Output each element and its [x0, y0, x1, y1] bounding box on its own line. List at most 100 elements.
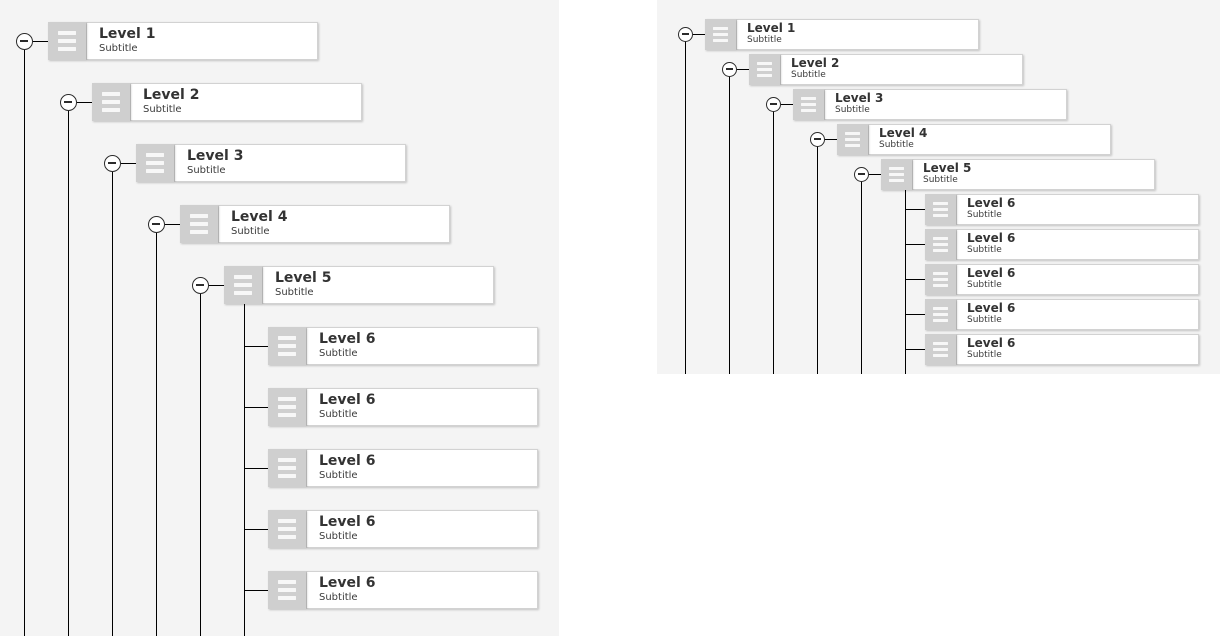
collapse-toggle-m4[interactable] — [809, 131, 825, 147]
tree-node-title: Level 6 — [967, 196, 1016, 211]
hamburger-icon[interactable] — [136, 144, 174, 182]
tree-node-title: Level 3 — [835, 91, 884, 106]
collapse-toggle-n3[interactable] — [103, 154, 121, 172]
collapse-toggle-n2[interactable] — [59, 93, 77, 111]
hamburger-icon[interactable] — [268, 449, 306, 487]
collapse-toggle-m5[interactable] — [853, 166, 869, 182]
collapse-toggle-m2[interactable] — [721, 61, 737, 77]
minus-icon — [108, 162, 116, 164]
hamburger-icon[interactable] — [925, 298, 956, 330]
hamburger-bar — [278, 535, 296, 539]
hamburger-icon[interactable] — [180, 205, 218, 243]
hamburger-bar — [58, 31, 76, 35]
hamburger-bar — [190, 222, 208, 226]
hamburger-bar — [278, 527, 296, 531]
hamburger-bar — [933, 271, 948, 275]
hamburger-icon[interactable] — [268, 388, 306, 426]
hamburger-bar — [278, 466, 296, 470]
tree-node-title: Level 6 — [319, 514, 376, 531]
collapse-toggle-m3[interactable] — [765, 96, 781, 112]
collapse-toggle-n1[interactable] — [15, 32, 33, 50]
collapse-toggle-m1[interactable] — [677, 26, 693, 42]
hamburger-icon[interactable] — [268, 571, 306, 609]
hamburger-bar — [845, 143, 860, 147]
hamburger-icon[interactable] — [925, 228, 956, 260]
tree-node-title: Level 6 — [319, 575, 376, 592]
hamburger-icon[interactable] — [881, 158, 912, 190]
hamburger-icon[interactable] — [837, 123, 868, 155]
collapse-toggle-n5[interactable] — [191, 276, 209, 294]
hamburger-icon[interactable] — [268, 327, 306, 365]
hamburger-icon[interactable] — [48, 22, 86, 60]
hamburger-bar — [234, 275, 252, 279]
hamburger-bar — [234, 283, 252, 287]
hamburger-icon[interactable] — [925, 263, 956, 295]
hamburger-icon[interactable] — [793, 88, 824, 120]
tree-rail-depth-0 — [685, 40, 686, 374]
hamburger-icon[interactable] — [224, 266, 262, 304]
hamburger-bar — [713, 32, 728, 36]
hamburger-icon[interactable] — [925, 333, 956, 365]
tree-connector — [208, 285, 224, 286]
tree-node-title: Level 6 — [967, 301, 1016, 316]
minus-icon — [857, 173, 865, 175]
hamburger-icon[interactable] — [92, 83, 130, 121]
tree-node-subtitle: Subtitle — [747, 35, 782, 46]
hamburger-icon[interactable] — [268, 510, 306, 548]
tree-node-title: Level 6 — [967, 336, 1016, 351]
tree-node-subtitle: Subtitle — [99, 43, 138, 55]
hamburger-icon[interactable] — [925, 193, 956, 225]
collapse-toggle-n4[interactable] — [147, 215, 165, 233]
hamburger-bar — [278, 474, 296, 478]
hamburger-icon[interactable] — [705, 18, 736, 50]
tree-node-subtitle: Subtitle — [791, 70, 826, 81]
hamburger-icon[interactable] — [749, 53, 780, 85]
tree-node-title: Level 1 — [747, 21, 796, 36]
tree-rail-depth-2 — [112, 170, 113, 636]
hamburger-bar — [757, 73, 772, 77]
hamburger-bar — [713, 38, 728, 42]
tree-node-title: Level 3 — [187, 148, 244, 165]
